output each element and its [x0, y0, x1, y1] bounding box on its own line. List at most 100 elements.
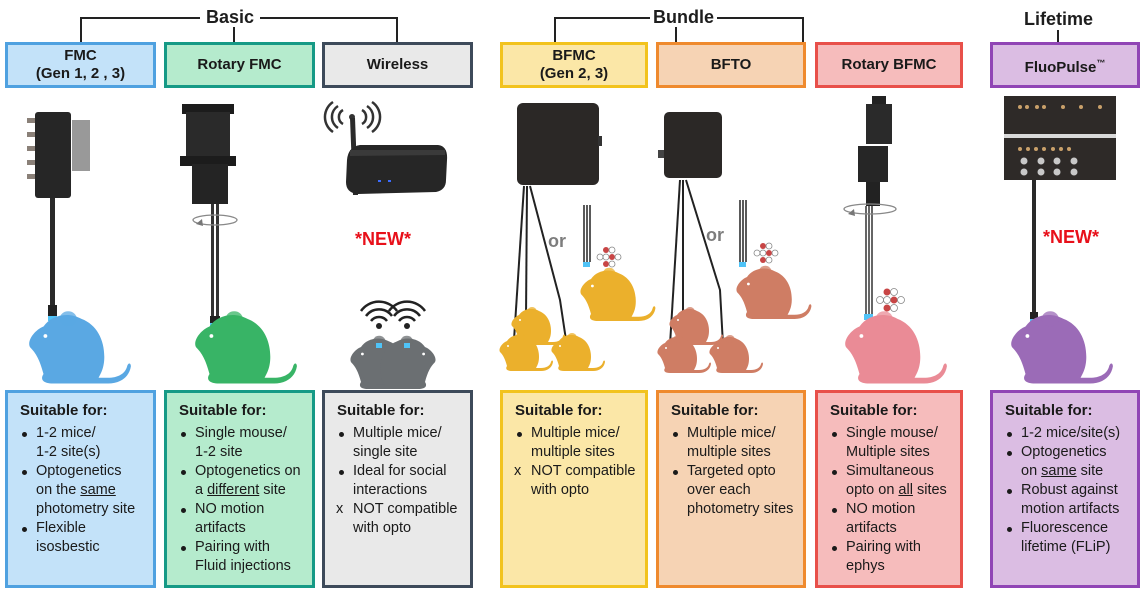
bullet-icon [673, 432, 678, 437]
card-item-text: 1-2 mice/1-2 site(s) [36, 425, 101, 460]
bullet-icon [22, 470, 27, 475]
wifi-icon [359, 300, 427, 322]
product-header-rotary-bfmc: Rotary BFMC [815, 42, 963, 88]
bfmc-device [511, 103, 622, 347]
new-badge-fluopulse: *NEW* [1043, 227, 1099, 247]
card-list-item: Single mouse/1-2 site [175, 424, 304, 462]
bullet-icon [832, 508, 837, 513]
or-label-bfto: or [706, 225, 724, 245]
card-item-text: Single mouse/Multiple sites [846, 425, 938, 460]
card-list-item: 1-2 mice/site(s) [1001, 424, 1129, 443]
bullet-icon [1007, 527, 1012, 532]
suitable-for-card-fluopulse: Suitable for: 1-2 mice/site(s) Optogenetic… [990, 390, 1140, 588]
mouse-icon [511, 307, 565, 345]
bfto-device [658, 112, 779, 350]
card-item-text: 1-2 mice/site(s) [1021, 425, 1121, 441]
product-header-bfmc: BFMC(Gen 2, 3) [500, 42, 648, 88]
product-name: Rotary FMC [197, 56, 282, 73]
product-header-rotary-fmc: Rotary FMC [164, 42, 315, 88]
card-list-item: Multiple mice/multiple sites [511, 424, 637, 462]
fluopulse-device [1004, 96, 1116, 324]
wireless-device [323, 100, 448, 195]
suitable-for-card-fmc: Suitable for: 1-2 mice/1-2 site(s)Optogen… [5, 390, 156, 588]
card-title: Suitable for: [830, 402, 918, 419]
wifi-dot-icons [376, 323, 410, 329]
product-generation: (Gen 1, 2 , 3) [35, 65, 126, 82]
mouse-icon [669, 307, 723, 345]
fmc-device [27, 112, 90, 321]
product-generation: (Gen 2, 3) [539, 65, 609, 82]
product-name: BFMC [552, 47, 596, 64]
lifetime-stem [1057, 30, 1059, 42]
bullet-icon [1007, 451, 1012, 456]
bullet-icon [22, 527, 27, 532]
mouse-icon [657, 335, 711, 373]
bullet-icon [181, 470, 186, 475]
card-item-text: Multiple mice/single site [353, 425, 442, 460]
mouse-icon [736, 265, 812, 319]
mouse-icon [709, 335, 763, 373]
mouse-icon [1011, 311, 1113, 384]
bullet-icon [832, 470, 837, 475]
product-header-wireless: Wireless [322, 42, 473, 88]
product-name: Rotary BFMC [841, 56, 937, 73]
bullet-icon [339, 432, 344, 437]
rotary-bfmc-device [843, 96, 905, 320]
trademark-symbol: ™ [1096, 57, 1106, 68]
bullet-icon [181, 432, 186, 437]
product-header-fluopulse: FluoPulse™ [990, 42, 1140, 88]
card-title: Suitable for: [337, 402, 425, 419]
bullet-icon [22, 432, 27, 437]
card-title: Suitable for: [671, 402, 759, 419]
product-name: FMC [64, 47, 97, 64]
card-list-item: Multiple mice/single site [333, 424, 462, 462]
card-item-text: Multiple mice/multiple sites [687, 425, 776, 460]
card-title: Suitable for: [20, 402, 108, 419]
bullet-icon [181, 546, 186, 551]
bullet-icon [517, 432, 522, 437]
product-header-bfto: BFTO [656, 42, 806, 88]
bullet-icon [181, 508, 186, 513]
bullet-icon [832, 546, 837, 551]
mouse-icon [580, 267, 656, 321]
x-mark-icon: x [336, 501, 344, 517]
suitable-for-card-bfmc: Suitable for:Multiple mice/multiple site… [500, 390, 648, 588]
bullet-icon [339, 470, 344, 475]
card-list-item: 1-2 mice/1-2 site(s) [16, 424, 145, 462]
basic-stem [233, 27, 235, 42]
mouse-icon [195, 311, 297, 384]
card-list-item: Multiple mice/multiple sites [667, 424, 795, 462]
rotary-fmc-device [180, 104, 238, 328]
card-item-text: Multiple mice/multiple sites [531, 425, 620, 460]
mouse-icon [551, 333, 605, 371]
card-title: Suitable for: [1005, 402, 1093, 419]
group-label-basic: Basic [200, 7, 261, 27]
product-name: BFTO [710, 56, 752, 73]
group-label-lifetime: Lifetime [1018, 9, 1100, 29]
x-mark-icon: x [514, 463, 522, 479]
